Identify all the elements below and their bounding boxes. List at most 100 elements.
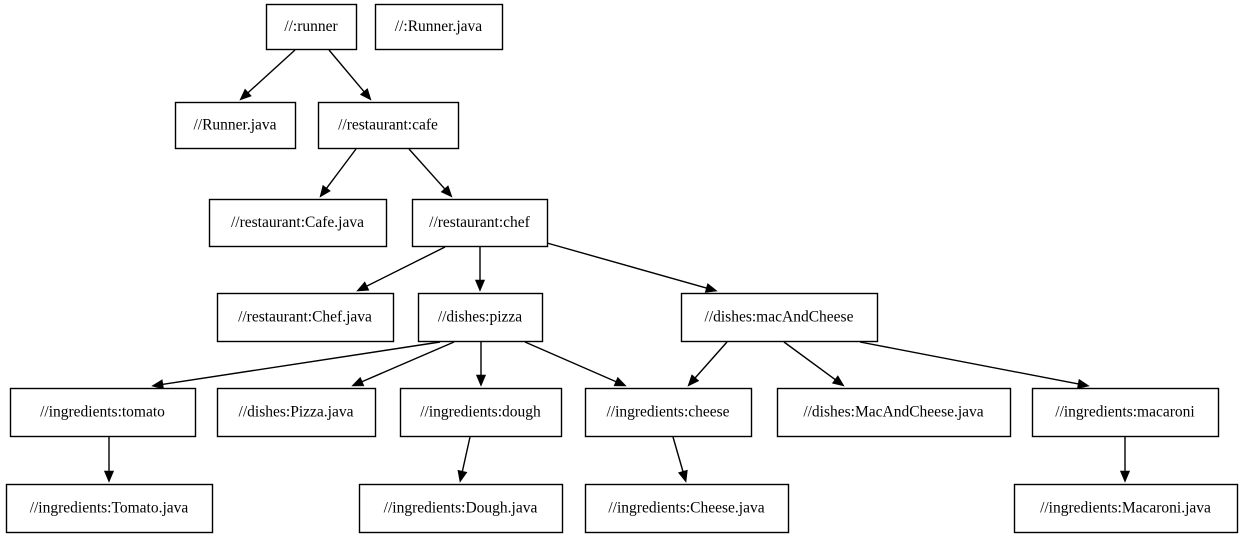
node-label: //dishes:pizza — [438, 309, 522, 326]
graph-node-ing_tomato_java[interactable]: //ingredients:Tomato.java — [5, 483, 214, 534]
graph-node-ing_dough_java[interactable]: //ingredients:Dough.java — [358, 483, 564, 534]
graph-edge — [239, 49, 296, 101]
node-label: //restaurant:chef — [429, 214, 531, 231]
graph-node-runner_java_root[interactable]: //:Runner.java — [374, 3, 504, 51]
node-label: //ingredients:dough — [420, 404, 541, 421]
graph-node-ing_macaroni[interactable]: //ingredients:macaroni — [1031, 387, 1220, 438]
node-label: //ingredients:cheese — [606, 404, 729, 421]
edge-line — [161, 341, 441, 386]
graph-node-runner[interactable]: //:runner — [265, 3, 358, 51]
edge-line — [859, 341, 1080, 385]
node-box[interactable] — [584, 387, 753, 438]
graph-edge — [319, 148, 357, 198]
edge-arrowhead — [678, 469, 688, 483]
edge-arrowhead — [356, 281, 370, 292]
graph-node-ing_cheese_java[interactable]: //ingredients:Cheese.java — [584, 483, 790, 534]
node-box[interactable] — [216, 292, 395, 343]
edge-line — [783, 341, 837, 381]
node-label: //ingredients:tomato — [40, 404, 165, 421]
edge-arrowhead — [475, 374, 487, 387]
node-label: //ingredients:macaroni — [1055, 404, 1195, 421]
node-box[interactable] — [417, 292, 544, 343]
graph-node-restaurant_chef_java[interactable]: //restaurant:Chef.java — [216, 292, 395, 343]
edge-line — [546, 242, 709, 290]
graph-edge — [687, 341, 728, 387]
graph-edge — [356, 246, 446, 292]
node-box[interactable] — [411, 198, 549, 248]
graph-edge — [408, 148, 453, 198]
edge-arrowhead — [687, 374, 700, 387]
graph-node-dishes_pizza_java[interactable]: //dishes:Pizza.java — [216, 387, 377, 438]
node-box[interactable] — [680, 292, 879, 343]
node-label: //dishes:MacAndCheese.java — [803, 404, 983, 421]
node-box[interactable] — [5, 483, 214, 534]
edge-line — [360, 341, 455, 383]
node-label: //:runner — [284, 18, 338, 35]
edge-arrowhead — [151, 379, 164, 390]
node-box[interactable] — [776, 387, 1012, 438]
node-label: //ingredients:Tomato.java — [30, 500, 189, 517]
graph-edge — [546, 242, 718, 293]
node-box[interactable] — [216, 387, 377, 438]
edge-line — [524, 341, 618, 383]
graph-edge — [151, 341, 441, 390]
edge-arrowhead — [474, 279, 486, 292]
nodes-layer: //:runner //:Runner.java //Runner.java //re… — [5, 3, 1239, 534]
node-label: //:Runner.java — [395, 18, 483, 35]
graph-edge — [457, 436, 471, 483]
node-label: //Runner.java — [193, 117, 276, 134]
graph-edge — [475, 342, 487, 387]
edge-arrowhead — [1076, 378, 1090, 389]
graph-node-dishes_mac_java[interactable]: //dishes:MacAndCheese.java — [776, 387, 1012, 438]
edge-line — [246, 49, 296, 95]
graph-node-dishes_pizza[interactable]: //dishes:pizza — [417, 292, 544, 343]
edge-arrowhead — [1119, 470, 1131, 483]
node-box[interactable] — [9, 387, 197, 438]
edge-line — [408, 148, 447, 191]
graph-node-restaurant_cafe[interactable]: //restaurant:cafe — [317, 101, 460, 150]
edge-arrowhead — [613, 376, 627, 387]
node-box[interactable] — [208, 198, 388, 248]
node-label: //ingredients:Cheese.java — [608, 500, 764, 517]
node-box[interactable] — [174, 101, 297, 150]
edge-line — [693, 341, 728, 380]
graph-edge — [859, 341, 1090, 389]
edge-arrowhead — [831, 375, 845, 387]
node-label: //restaurant:cafe — [338, 117, 438, 134]
node-label: //restaurant:Chef.java — [238, 309, 372, 326]
node-box[interactable] — [1013, 483, 1239, 534]
node-box[interactable] — [265, 3, 358, 51]
edge-arrowhead — [351, 376, 365, 387]
edge-arrowhead — [704, 283, 718, 293]
node-box[interactable] — [1031, 387, 1220, 438]
graph-node-restaurant_chef[interactable]: //restaurant:chef — [411, 198, 549, 248]
graph-node-ing_tomato[interactable]: //ingredients:tomato — [9, 387, 197, 438]
graph-node-ing_cheese[interactable]: //ingredients:cheese — [584, 387, 753, 438]
node-box[interactable] — [317, 101, 460, 150]
graph-node-ing_macaroni_java[interactable]: //ingredients:Macaroni.java — [1013, 483, 1239, 534]
graph-edge — [1119, 437, 1131, 483]
node-box[interactable] — [584, 483, 790, 534]
edge-arrowhead — [239, 88, 252, 101]
graph-edge — [328, 49, 372, 101]
graph-node-ing_dough[interactable]: //ingredients:dough — [399, 387, 563, 438]
edge-line — [365, 246, 446, 288]
edge-arrowhead — [103, 470, 115, 483]
graph-edge — [783, 341, 845, 387]
graph-node-runner_java[interactable]: //Runner.java — [174, 101, 297, 150]
edge-arrowhead — [457, 469, 468, 483]
graph-node-restaurant_cafe_java[interactable]: //restaurant:Cafe.java — [208, 198, 388, 248]
node-label: //dishes:Pizza.java — [239, 404, 354, 421]
graph-edge — [351, 341, 455, 387]
node-label: //restaurant:Cafe.java — [231, 214, 364, 231]
graph-edge — [474, 247, 486, 292]
edge-line — [328, 49, 366, 94]
graph-edge — [103, 437, 115, 483]
node-box[interactable] — [374, 3, 504, 51]
node-box[interactable] — [399, 387, 563, 438]
node-label: //dishes:macAndCheese — [705, 309, 854, 326]
node-box[interactable] — [358, 483, 564, 534]
graph-node-dishes_macandcheese[interactable]: //dishes:macAndCheese — [680, 292, 879, 343]
